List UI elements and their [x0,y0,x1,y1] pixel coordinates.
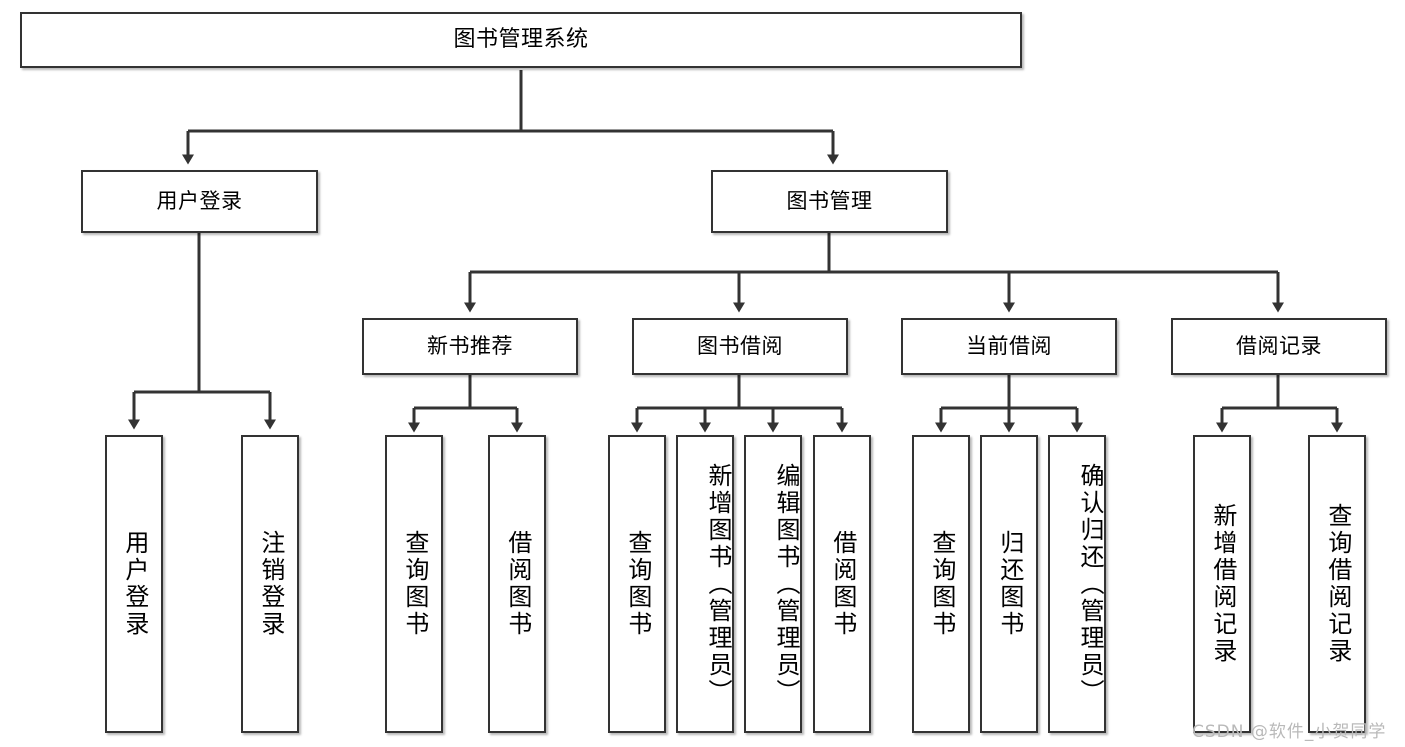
node-label: 查询图书 [400,530,429,638]
node-label: 当前借阅 [966,333,1052,358]
csdn-watermark: CSDN @软件_小贺同学 [1192,722,1387,742]
node-label: 借阅图书 [828,530,857,638]
node-leaf-user-login[interactable]: 用户登录 [105,435,163,733]
node-label: 借阅记录 [1236,333,1322,358]
node-label: 确认归还（管理员） [1076,462,1104,706]
node-book-management[interactable]: 图书管理 [711,170,948,233]
node-leaf-query-book-2[interactable]: 查询图书 [608,435,666,733]
node-label: 查询借阅记录 [1323,503,1352,665]
node-label: 用户登录 [156,188,243,213]
node-label: 归还图书 [995,530,1024,638]
node-leaf-borrow-book-1[interactable]: 借阅图书 [488,435,546,733]
node-leaf-borrow-book-2[interactable]: 借阅图书 [813,435,871,733]
node-label: 新增图书（管理员） [704,462,732,706]
node-label: 编辑图书（管理员） [772,462,800,706]
node-label: 用户登录 [120,530,149,638]
node-borrow-record[interactable]: 借阅记录 [1171,318,1387,375]
node-label: 图书借阅 [697,333,783,358]
node-label: 新增借阅记录 [1208,503,1237,665]
node-leaf-add-book-admin[interactable]: 新增图书（管理员） [676,435,734,733]
node-leaf-confirm-return-admin[interactable]: 确认归还（管理员） [1048,435,1106,733]
node-leaf-query-borrow-record[interactable]: 查询借阅记录 [1308,435,1366,733]
node-leaf-logout-login[interactable]: 注销登录 [241,435,299,733]
node-leaf-edit-book-admin[interactable]: 编辑图书（管理员） [744,435,802,733]
node-user-login[interactable]: 用户登录 [81,170,318,233]
node-book-management-system[interactable]: 图书管理系统 [20,12,1022,68]
node-leaf-add-borrow-record[interactable]: 新增借阅记录 [1193,435,1251,733]
node-leaf-query-book-1[interactable]: 查询图书 [385,435,443,733]
node-label: 图书管理 [786,188,873,213]
node-label: 图书管理系统 [453,26,589,52]
node-label: 查询图书 [927,530,956,638]
node-label: 查询图书 [623,530,652,638]
node-book-borrow[interactable]: 图书借阅 [632,318,848,375]
node-current-borrow[interactable]: 当前借阅 [901,318,1117,375]
node-leaf-query-book-3[interactable]: 查询图书 [912,435,970,733]
node-label: 借阅图书 [503,530,532,638]
node-new-book-recommend[interactable]: 新书推荐 [362,318,578,375]
node-leaf-return-book[interactable]: 归还图书 [980,435,1038,733]
node-label: 新书推荐 [427,333,513,358]
node-label: 注销登录 [256,530,285,638]
